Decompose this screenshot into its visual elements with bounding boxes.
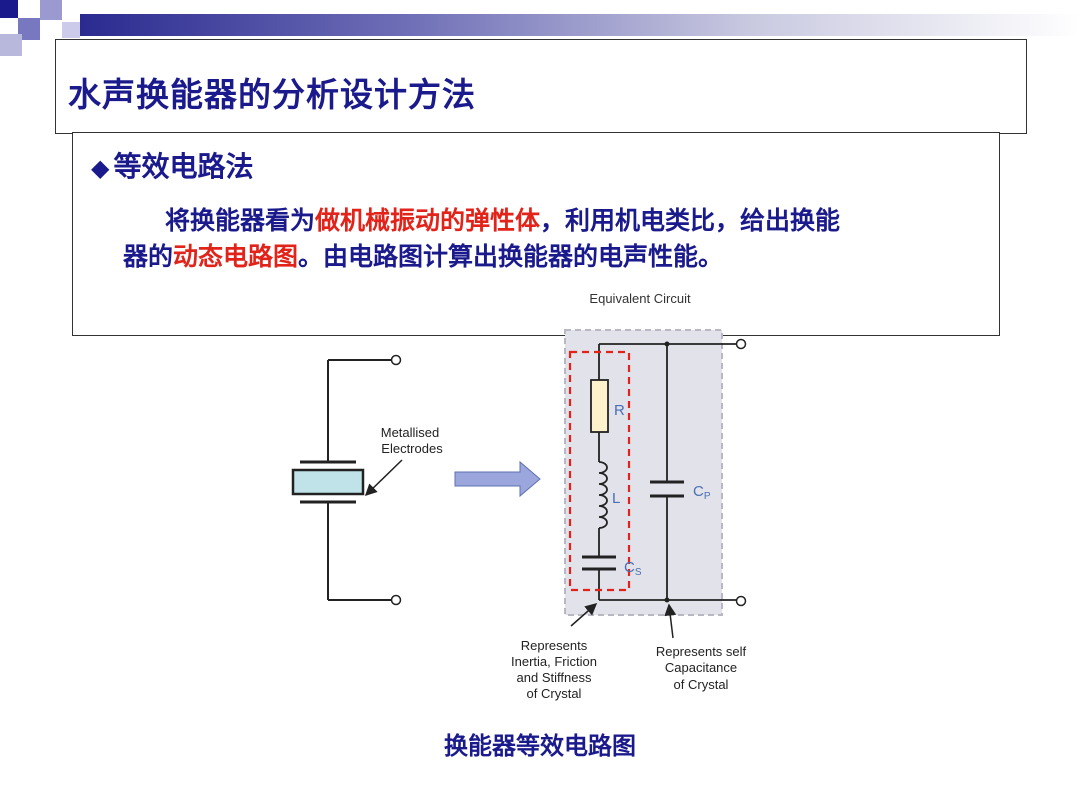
para-text: 。由电路图计算出换能器的电声性能。 xyxy=(298,242,724,271)
figure-caption: 换能器等效电路图 xyxy=(444,732,636,760)
inertia-pointer xyxy=(570,603,598,627)
motional-branch-box xyxy=(568,350,631,592)
para-highlight: 动态电路图 xyxy=(173,242,299,271)
capacitance-text-1: Represents self xyxy=(656,644,747,659)
corner-square-5 xyxy=(62,22,80,38)
terminal-top-left xyxy=(390,354,402,366)
corner-square-1 xyxy=(0,0,18,18)
paragraph-line-1: 将换能器看为做机械振动的弹性体，利用机电类比，给出换能 xyxy=(165,201,840,237)
circuit-shade xyxy=(564,329,723,616)
inertia-text-1: Represents xyxy=(521,638,588,653)
bullet-text: 等效电路法 xyxy=(113,150,254,183)
page-title: 水声换能器的分析设计方法 xyxy=(68,75,476,114)
electrode-label-line-1: Metallised xyxy=(381,425,440,440)
junction-bottom xyxy=(664,597,670,603)
inertia-text-4: of Crystal xyxy=(527,686,582,701)
top-gradient-bar xyxy=(80,14,1080,36)
label-l: L xyxy=(612,490,620,507)
terminal-bottom-left xyxy=(390,594,402,606)
para-text: 将换能器看为 xyxy=(165,206,316,235)
equivalent-circuit-label: Equivalent Circuit xyxy=(589,291,691,306)
label-cp-main: C xyxy=(693,483,704,500)
corner-square-2 xyxy=(18,18,40,40)
capacitance-text-2: Capacitance xyxy=(665,660,737,675)
inductor-coil xyxy=(598,461,608,529)
capacitance-text-3: of Crystal xyxy=(674,677,729,692)
terminal-bottom-right xyxy=(735,595,747,607)
bullet-heading: ◆等效电路法 xyxy=(91,145,253,185)
label-cp-sub: P xyxy=(704,491,711,502)
paragraph-line-2: 器的动态电路图。由电路图计算出换能器的电声性能。 xyxy=(123,237,723,273)
electrode-label-line-2: Electrodes xyxy=(381,441,443,456)
corner-square-3 xyxy=(40,0,62,20)
resistor xyxy=(590,379,609,433)
capacitance-pointer xyxy=(664,603,677,639)
label-cs: CS xyxy=(624,559,642,578)
content-box: ◆等效电路法 将换能器看为做机械振动的弹性体，利用机电类比，给出换能 器的动态电… xyxy=(72,132,1000,336)
label-cp: CP xyxy=(693,483,711,502)
para-text: ，利用机电类比，给出换能 xyxy=(540,206,841,235)
para-highlight: 做机械振动的弹性体 xyxy=(315,206,541,235)
crystal-symbol xyxy=(300,359,396,601)
crystal-body xyxy=(291,468,365,496)
para-text: 器的 xyxy=(123,242,174,271)
label-r: R xyxy=(614,402,625,419)
label-cs-sub: S xyxy=(635,567,642,578)
circuit-wires xyxy=(598,343,741,601)
terminal-top-right xyxy=(735,338,747,350)
corner-square-4 xyxy=(0,34,22,56)
inertia-text-3: and Stiffness xyxy=(517,670,592,685)
inertia-text-2: Inertia, Friction xyxy=(511,654,597,669)
label-cs-main: C xyxy=(624,559,635,576)
junction-top xyxy=(664,341,670,347)
diamond-bullet-icon: ◆ xyxy=(91,154,110,182)
transform-arrow-icon xyxy=(454,460,541,498)
electrode-pointer xyxy=(364,459,403,497)
